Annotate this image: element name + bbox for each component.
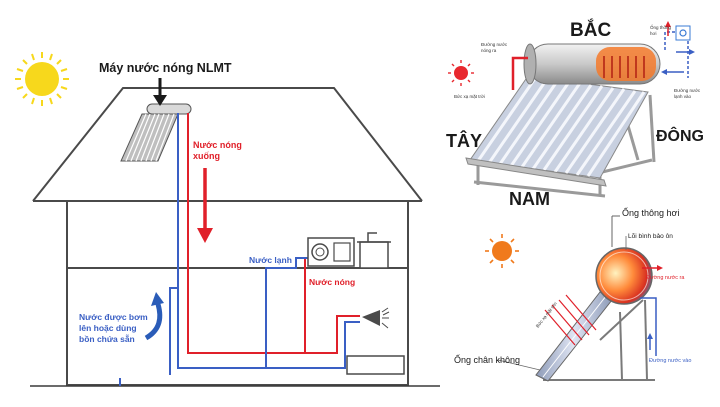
- house-walls: [66, 201, 409, 386]
- sun-icon: [15, 52, 69, 106]
- south-label: NAM: [509, 189, 550, 209]
- orange-sun-icon: [485, 234, 519, 268]
- storage-tank: [523, 43, 661, 85]
- hot-down-label-2: xuống: [193, 151, 220, 161]
- down-arrow-icon: [153, 78, 167, 106]
- tr-cold-in-label-1: Đường nước: [674, 88, 701, 93]
- br-inner-tank-label: Lõi bình bảo ôn: [628, 233, 673, 240]
- pumped-label-1: Nước được bơm: [79, 312, 148, 322]
- tr-hot-out-label-1: Đường nước: [481, 42, 508, 47]
- cold-water-label: Nước lạnh: [249, 255, 292, 265]
- hot-pipe: [187, 113, 306, 354]
- north-label: BẮC: [570, 19, 611, 41]
- curved-up-arrow-icon: [144, 292, 164, 341]
- pumped-label-3: bồn chứa sẵn: [79, 333, 135, 344]
- sink: [357, 232, 391, 269]
- shower-head-icon: [362, 307, 390, 329]
- vacuum-tube-section: [535, 291, 613, 382]
- cold-pipe: [169, 113, 179, 375]
- svg-text:Nước nóng xuống: Nước nóng xuống: [193, 140, 244, 161]
- roof-solar-heater: [120, 103, 192, 162]
- cross-section-diagram: Bức xạ mặt trời Ống thông hơi Lõi bình b…: [454, 207, 691, 382]
- pumped-label-2: lên hoặc dùng: [79, 323, 137, 333]
- br-vacuum-tube-label: Ống chân không: [454, 354, 520, 365]
- water-heater-unit: [307, 237, 355, 267]
- hot-down-label-1: Nước nóng: [193, 140, 242, 150]
- fullscreen-icon[interactable]: [675, 25, 691, 41]
- east-label: ĐÔNG: [656, 126, 704, 145]
- hot-out-pipe: [511, 56, 528, 90]
- collector-orientation-diagram: BẮC TÂY ĐÔNG NAM Đường nước nóng ra Ống …: [446, 19, 704, 209]
- br-cold-in-pipe: [640, 297, 657, 356]
- bathtub: [346, 355, 405, 375]
- west-label: TÂY: [446, 130, 482, 151]
- svg-text:Đường nước nóng ra: Đường nước nóng ra: [481, 42, 508, 53]
- red-sun-icon: [448, 60, 474, 86]
- br-sun-rays-label: Bức xạ mặt trời: [535, 301, 558, 328]
- svg-text:Nước được bơm lên hoặc d: Nước được bơm lên hoặc dùng bồn chứa sẵn: [79, 312, 150, 344]
- tank-cross-section: [595, 247, 653, 305]
- svg-text:Đường nước lạnh vào: Đường nước lạnh vào: [674, 88, 701, 99]
- svg-text:Ống thông hơi: Ống thông hơi: [650, 24, 672, 36]
- roof: [32, 87, 423, 202]
- hot-water-label: Nước nóng: [309, 277, 355, 287]
- vacuum-tubes: [465, 75, 649, 187]
- tr-vent-label-1: Ống thông: [650, 24, 672, 30]
- tr-hot-out-label-2: nóng ra: [481, 48, 497, 53]
- tr-vent-label-2: hơi: [650, 31, 656, 36]
- tr-cold-in-label-2: lạnh vào: [674, 94, 692, 99]
- red-down-arrow-icon: [197, 168, 213, 243]
- house-diagram: Máy nước nóng NLMT Nước nóng xuống Nước …: [15, 52, 440, 387]
- br-hot-out-label: Đường nước ra: [646, 275, 685, 281]
- tr-sun-rays-label: Bức xạ mặt trời: [454, 94, 485, 99]
- br-cold-in-label: Đường nước vào: [649, 358, 691, 364]
- heater-title: Máy nước nóng NLMT: [99, 61, 232, 75]
- br-vent-label: Ống thông hơi: [622, 207, 679, 218]
